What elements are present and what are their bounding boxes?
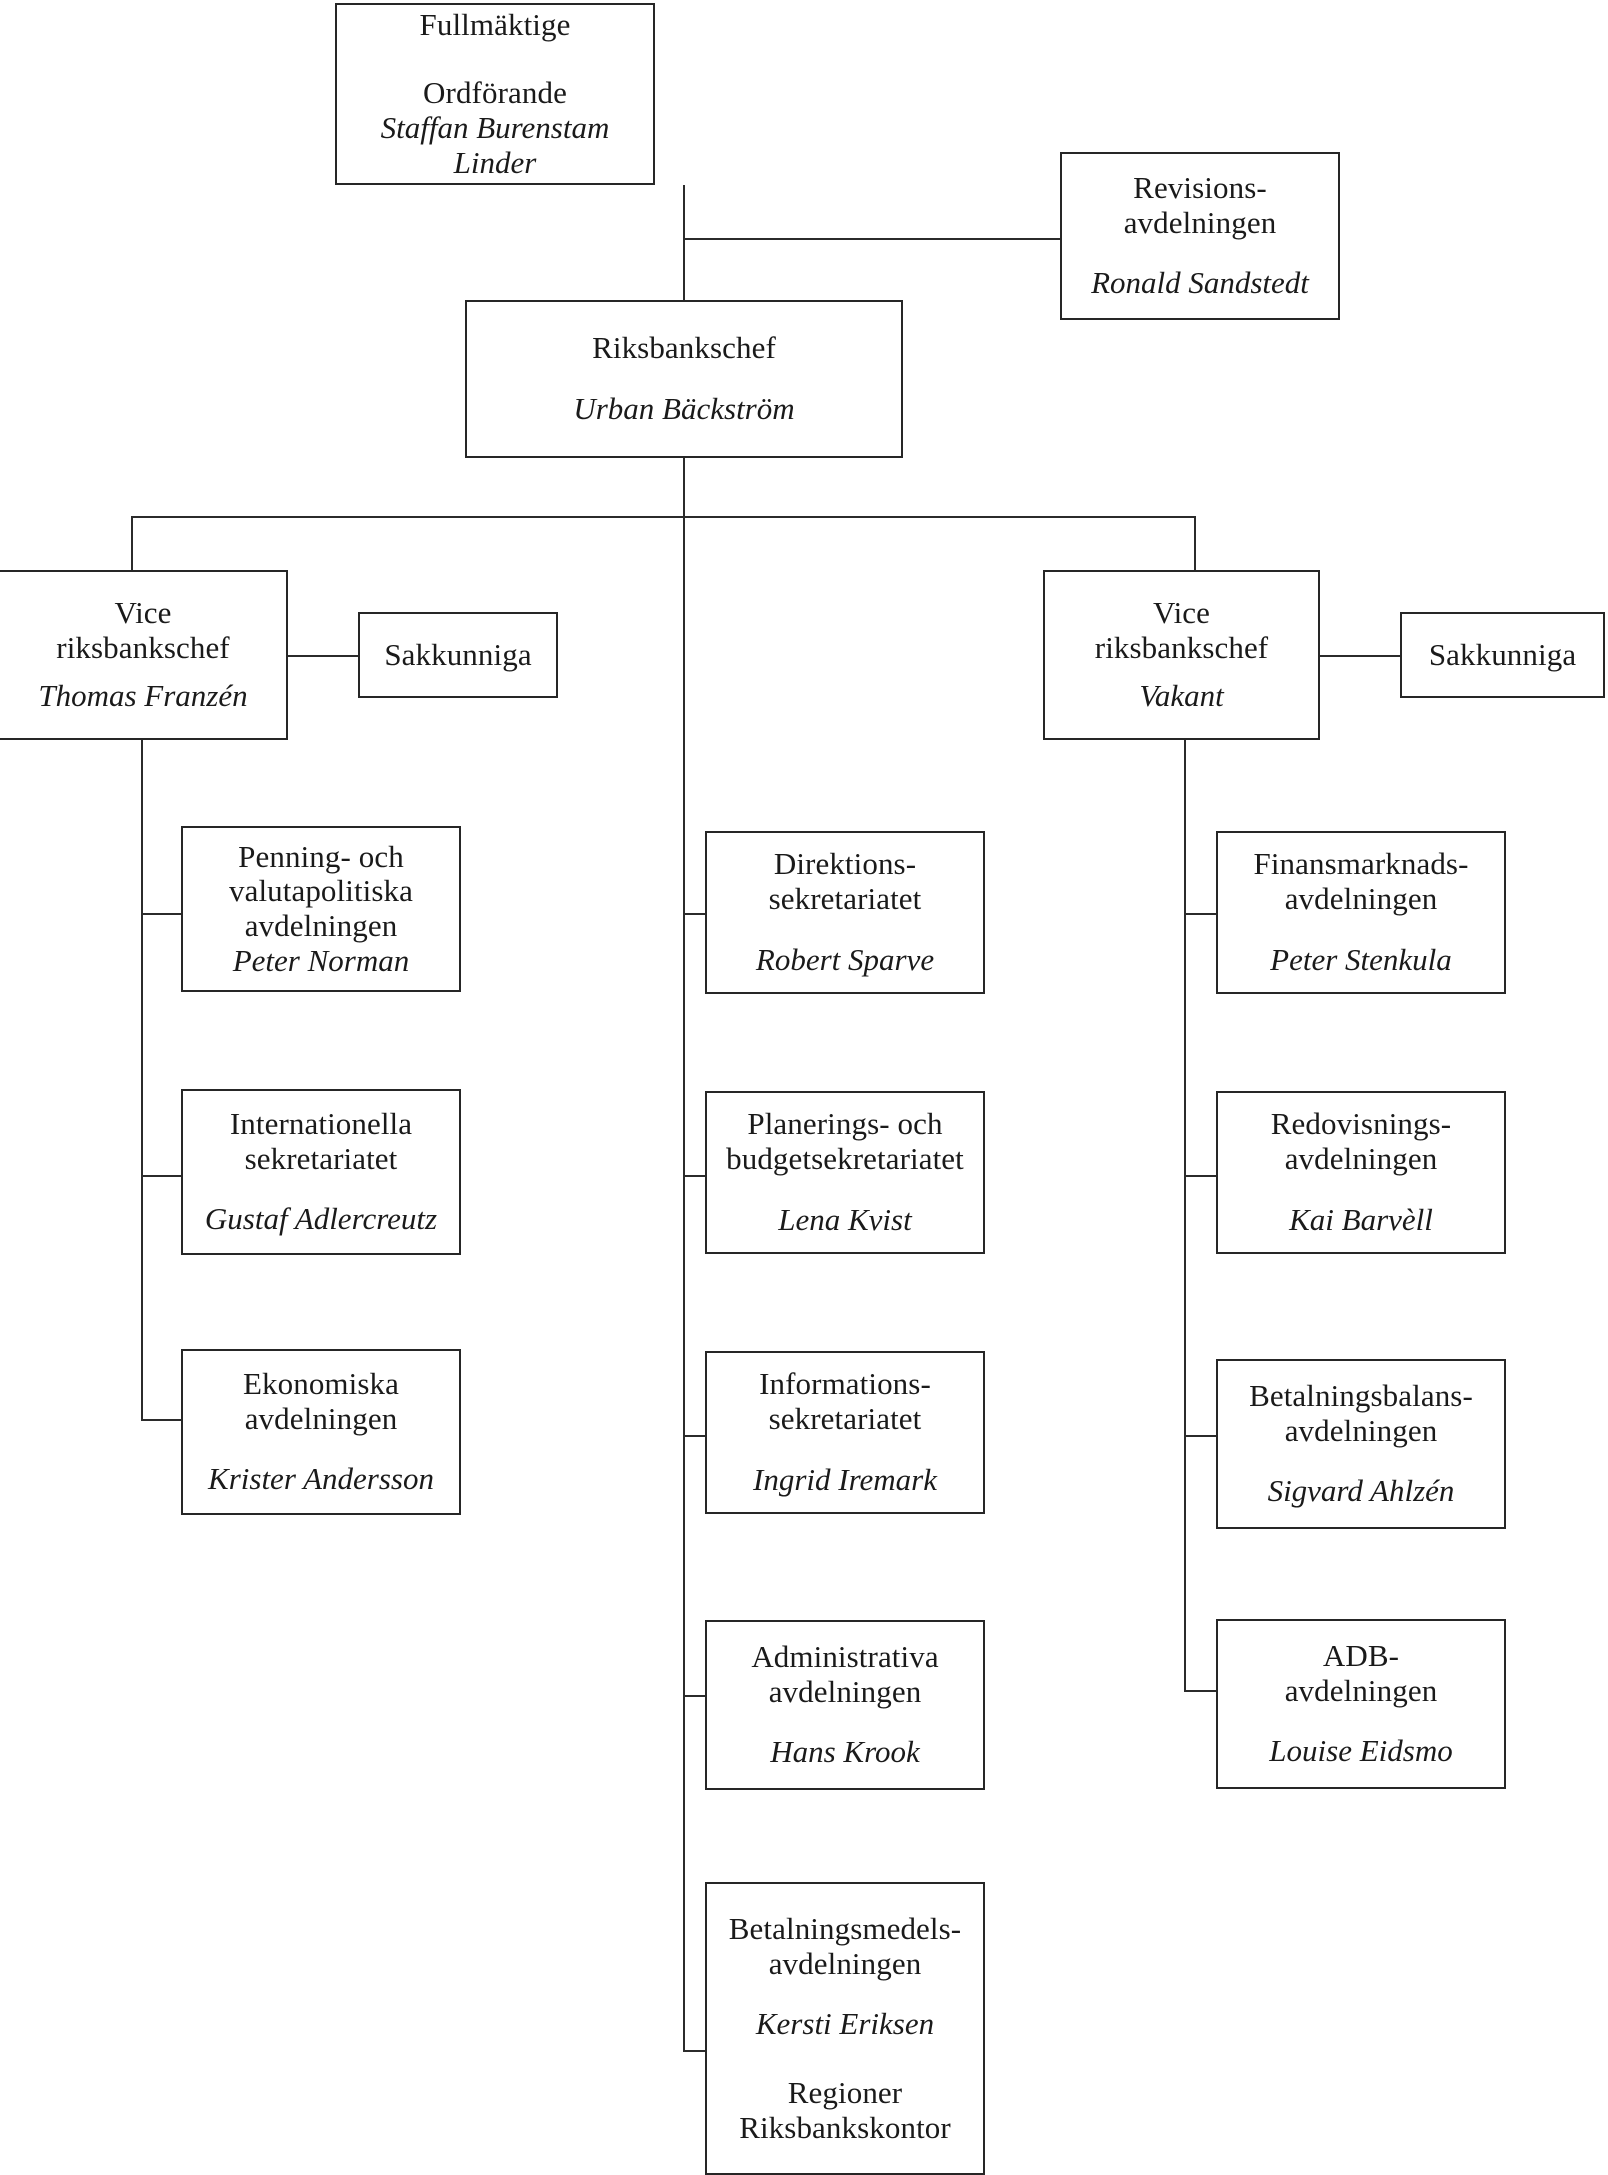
node-riksbankschef-title: Riksbankschef <box>592 330 776 366</box>
connector-right-to-finansmarknads <box>1184 913 1216 915</box>
connector-right-spine <box>1184 740 1186 1691</box>
connector-bus-to-vice-right <box>1194 516 1196 572</box>
node-finansmarknadsavdelningen[interactable]: Finansmarknads- avdelningen Peter Stenku… <box>1216 831 1506 994</box>
node-fullmaktige-subtitle: Ordförande <box>423 75 567 111</box>
connector-left-to-internationella <box>141 1175 181 1177</box>
node-revisionsavdelningen[interactable]: Revisions- avdelningen Ronald Sandstedt <box>1060 152 1340 320</box>
node-redovisningsavdelningen-title: Redovisnings- avdelningen <box>1270 1106 1452 1177</box>
node-informationssekretariatet-title: Informations- sekretariatet <box>759 1366 931 1437</box>
connector-right-to-adb <box>1184 1690 1216 1692</box>
node-betalningsmedelsavdelningen[interactable]: Betalningsmedels- avdelningen Kersti Eri… <box>705 1882 985 2175</box>
connector-fullmaktige-to-revisions <box>683 238 1062 240</box>
node-sakkunniga-right[interactable]: Sakkunniga <box>1400 612 1605 698</box>
node-redovisningsavdelningen-person: Kai Barvèll <box>1289 1201 1433 1237</box>
node-revisionsavdelningen-person: Ronald Sandstedt <box>1091 265 1309 301</box>
connector-fullmaktige-down <box>683 185 685 240</box>
node-ekonomiska-avdelningen-person: Krister Andersson <box>208 1461 434 1497</box>
node-direktionssekretariatet[interactable]: Direktions- sekretariatet Robert Sparve <box>705 831 985 994</box>
node-penning-valutapolitiska[interactable]: Penning- och valutapolitiska avdelningen… <box>181 826 461 992</box>
node-internationella-sekretariatet-person: Gustaf Adlercreutz <box>204 1201 438 1237</box>
node-sakkunniga-left[interactable]: Sakkunniga <box>358 612 558 698</box>
node-penning-valutapolitiska-title: Penning- och valutapolitiska avdelningen <box>228 838 414 943</box>
node-planerings-budgetsekretariatet-title: Planerings- och budgetsekretariatet <box>726 1106 964 1177</box>
node-finansmarknadsavdelningen-person: Peter Stenkula <box>1270 941 1452 977</box>
connector-right-to-betalningsbalans <box>1184 1435 1216 1437</box>
connector-middle-to-administrativa <box>683 1695 705 1697</box>
node-fullmaktige-person: Staffan Burenstam Linder <box>380 110 610 180</box>
connector-middle-to-planerings <box>683 1175 705 1177</box>
node-adb-avdelningen-person: Louise Eidsmo <box>1269 1733 1453 1769</box>
node-vice-riksbankschef-left-person: Thomas Franzén <box>38 678 248 714</box>
connector-left-to-penning <box>141 913 181 915</box>
node-internationella-sekretariatet[interactable]: Internationella sekretariatet Gustaf Adl… <box>181 1089 461 1255</box>
node-betalningsbalansavdelningen[interactable]: Betalningsbalans- avdelningen Sigvard Ah… <box>1216 1359 1506 1529</box>
connector-left-spine <box>141 740 143 1420</box>
node-ekonomiska-avdelningen-title: Ekonomiska avdelningen <box>243 1365 399 1436</box>
node-administrativa-avdelningen[interactable]: Administrativa avdelningen Hans Krook <box>705 1620 985 1790</box>
connector-middle-spine <box>683 458 685 2052</box>
node-sakkunniga-right-title: Sakkunniga <box>1428 636 1577 672</box>
node-betalningsmedelsavdelningen-footer: Regioner Riksbankskontor <box>739 2075 951 2145</box>
node-direktionssekretariatet-title: Direktions- sekretariatet <box>768 846 922 917</box>
connector-bus-to-vice-left <box>131 516 133 572</box>
node-administrativa-avdelningen-person: Hans Krook <box>770 1734 920 1770</box>
node-vice-riksbankschef-right[interactable]: Vice riksbankschef Vakant <box>1043 570 1320 740</box>
node-adb-avdelningen-title: ADB- avdelningen <box>1284 1637 1438 1708</box>
node-planerings-budgetsekretariatet[interactable]: Planerings- och budgetsekretariatet Lena… <box>705 1091 985 1254</box>
node-vice-riksbankschef-right-title: Vice riksbankschef <box>1094 594 1269 665</box>
node-vice-riksbankschef-left-title: Vice riksbankschef <box>56 594 230 665</box>
node-administrativa-avdelningen-title: Administrativa avdelningen <box>751 1638 939 1709</box>
node-vice-riksbankschef-left[interactable]: Vice riksbankschef Thomas Franzén <box>0 570 288 740</box>
connector-vice-right-to-sakkunniga <box>1320 655 1400 657</box>
connector-middle-to-betalningsmedels <box>683 2050 705 2052</box>
connector-middle-to-direktions <box>683 913 705 915</box>
node-betalningsbalansavdelningen-person: Sigvard Ahlzén <box>1267 1473 1455 1509</box>
connector-right-to-redovisnings <box>1184 1175 1216 1177</box>
connector-vice-left-to-sakkunniga <box>288 655 358 657</box>
connector-junction-to-riksbankschef <box>683 238 685 302</box>
node-revisionsavdelningen-title: Revisions- avdelningen <box>1123 169 1277 240</box>
node-finansmarknadsavdelningen-title: Finansmarknads- avdelningen <box>1253 846 1469 917</box>
node-fullmaktige-title: Fullmäktige <box>419 6 571 42</box>
connector-vice-bus <box>131 516 1196 518</box>
node-betalningsmedelsavdelningen-title: Betalningsmedels- avdelningen <box>728 1911 962 1981</box>
node-sakkunniga-left-title: Sakkunniga <box>384 636 532 672</box>
connector-left-to-ekonomiska <box>141 1419 181 1421</box>
node-riksbankschef-person: Urban Bäckström <box>573 391 795 426</box>
node-vice-riksbankschef-right-person: Vakant <box>1139 678 1224 714</box>
node-penning-valutapolitiska-person: Peter Norman <box>232 942 410 978</box>
node-betalningsbalansavdelningen-title: Betalningsbalans- avdelningen <box>1249 1377 1473 1448</box>
node-informationssekretariatet-person: Ingrid Iremark <box>753 1461 937 1497</box>
node-internationella-sekretariatet-title: Internationella sekretariatet <box>229 1105 413 1176</box>
node-ekonomiska-avdelningen[interactable]: Ekonomiska avdelningen Krister Andersson <box>181 1349 461 1515</box>
node-adb-avdelningen[interactable]: ADB- avdelningen Louise Eidsmo <box>1216 1619 1506 1789</box>
connector-middle-to-informations <box>683 1435 705 1437</box>
node-planerings-budgetsekretariatet-person: Lena Kvist <box>778 1201 912 1237</box>
node-redovisningsavdelningen[interactable]: Redovisnings- avdelningen Kai Barvèll <box>1216 1091 1506 1254</box>
node-fullmaktige[interactable]: Fullmäktige Ordförande Staffan Burenstam… <box>335 3 655 185</box>
node-direktionssekretariatet-person: Robert Sparve <box>755 941 935 977</box>
node-riksbankschef[interactable]: Riksbankschef Urban Bäckström <box>465 300 903 458</box>
node-betalningsmedelsavdelningen-person: Kersti Eriksen <box>755 2006 935 2042</box>
node-informationssekretariatet[interactable]: Informations- sekretariatet Ingrid Irema… <box>705 1351 985 1514</box>
